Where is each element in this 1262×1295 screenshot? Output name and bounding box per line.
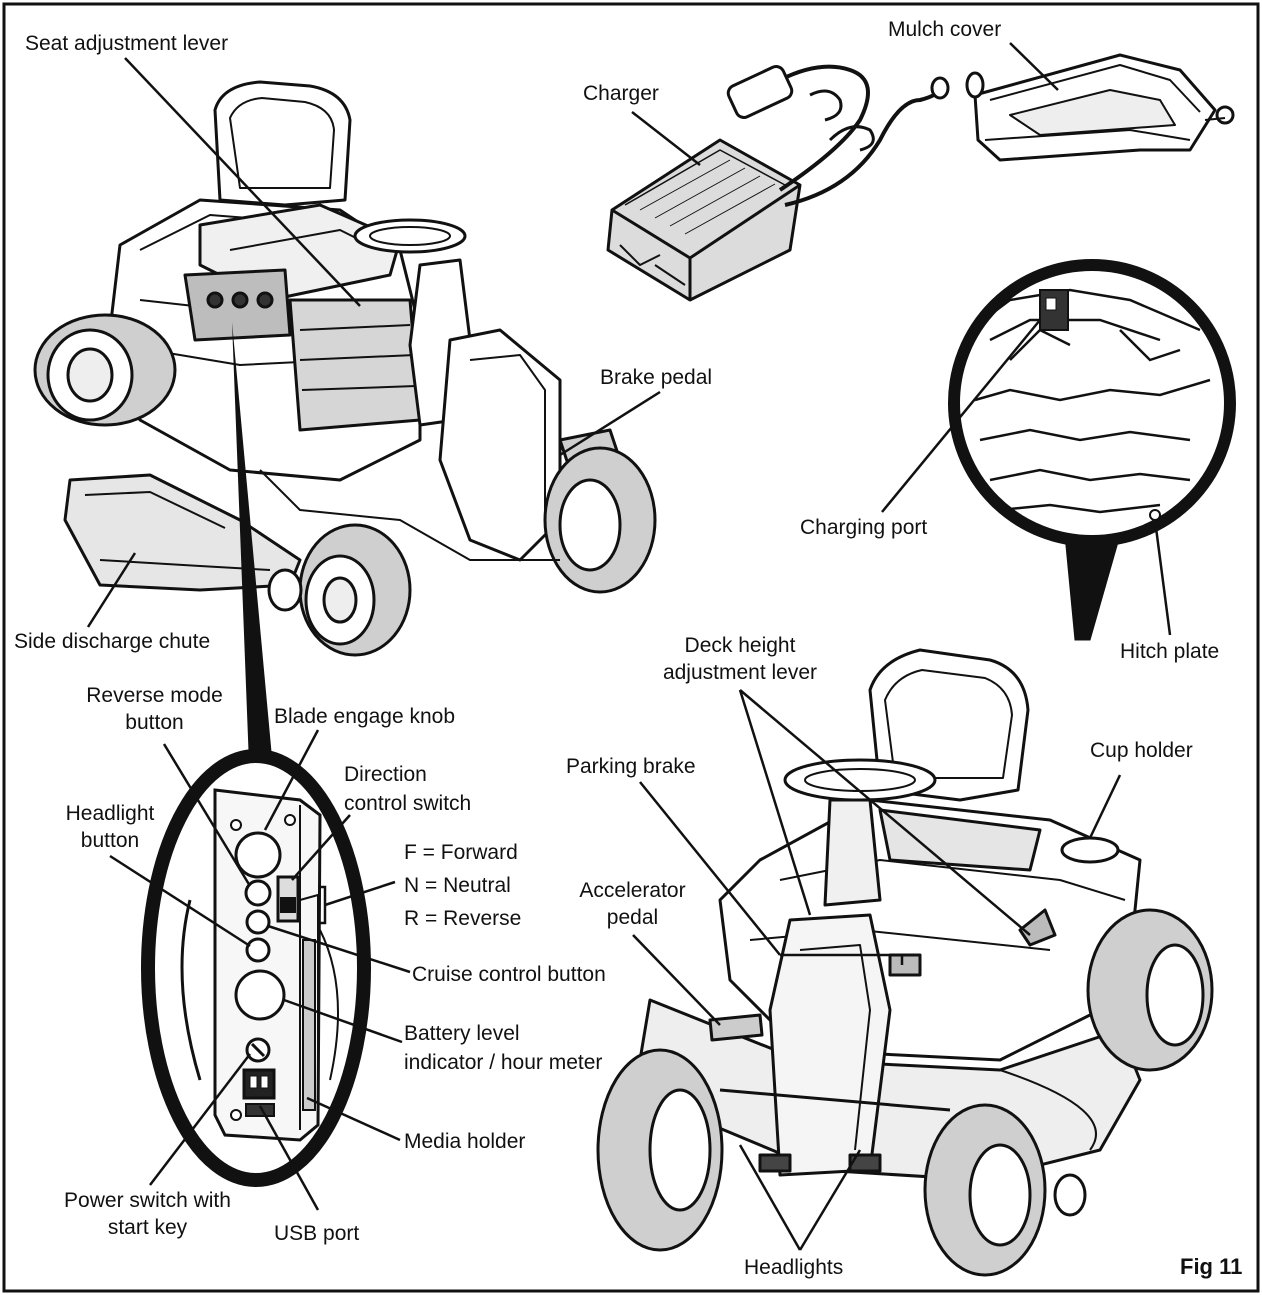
cruise-control-button-label: Cruise control button xyxy=(412,963,606,986)
control-panel-closeup xyxy=(141,749,371,1187)
power-switch-label: Power switch with start key xyxy=(45,1187,250,1241)
charger-illustration xyxy=(606,64,950,302)
hitch-plate-label: Hitch plate xyxy=(1120,640,1220,663)
direction-line1: Direction xyxy=(344,763,427,786)
reverse-mode-line1: Reverse mode xyxy=(86,684,223,707)
mulch-cover-illustration xyxy=(965,53,1235,162)
battery-line2: indicator / hour meter xyxy=(404,1051,603,1074)
mower-front-view-illustration xyxy=(596,648,1214,1277)
figure-number: Fig 11 xyxy=(1180,1254,1243,1279)
side-discharge-chute-label: Side discharge chute xyxy=(14,630,211,653)
parking-brake-label: Parking brake xyxy=(566,755,696,778)
headlight-button-line1: Headlight xyxy=(65,802,155,825)
mulch-cover-label: Mulch cover xyxy=(888,18,1002,41)
accelerator-line1: Accelerator xyxy=(579,879,686,902)
direction-line2: control switch xyxy=(344,792,472,815)
seat-adjustment-lever-label: Seat adjustment lever xyxy=(25,32,229,55)
power-switch-line2: start key xyxy=(107,1216,188,1239)
reverse-mode-button-label: Reverse mode button xyxy=(72,682,237,736)
mower-rear-view-illustration xyxy=(33,80,657,657)
legend-reverse: R = Reverse xyxy=(404,907,522,930)
accelerator-pedal-label: Accelerator pedal xyxy=(565,877,700,931)
deck-height-adjustment-lever-label: Deck height adjustment lever xyxy=(650,632,830,686)
deck-height-line1: Deck height xyxy=(684,634,796,657)
legend-forward: F = Forward xyxy=(404,841,518,864)
legend-neutral: N = Neutral xyxy=(404,874,511,897)
charger-label: Charger xyxy=(583,82,659,105)
headlight-button-label: Headlight button xyxy=(50,800,170,854)
battery-level-indicator-label: Battery level indicator / hour meter xyxy=(404,1019,602,1077)
media-holder-label: Media holder xyxy=(404,1130,526,1153)
usb-port-label: USB port xyxy=(274,1222,360,1245)
battery-line1: Battery level xyxy=(404,1022,520,1045)
charging-port-closeup xyxy=(948,259,1236,641)
callout-wedge-control-panel xyxy=(232,322,275,790)
headlight-button-line2: button xyxy=(80,829,140,852)
accelerator-line2: pedal xyxy=(606,906,659,929)
power-switch-line1: Power switch with xyxy=(64,1189,231,1212)
charging-port-label: Charging port xyxy=(800,516,928,539)
direction-control-switch-label: Direction control switch xyxy=(344,760,471,818)
blade-engage-knob-label: Blade engage knob xyxy=(274,705,455,728)
brake-pedal-label: Brake pedal xyxy=(600,366,713,389)
direction-legend: F = Forward N = Neutral R = Reverse xyxy=(404,836,521,935)
cup-holder-label: Cup holder xyxy=(1090,739,1193,762)
reverse-mode-line2: button xyxy=(125,711,184,734)
leader-lines xyxy=(86,42,1172,1251)
deck-height-line2: adjustment lever xyxy=(662,661,818,684)
headlights-label: Headlights xyxy=(744,1256,844,1279)
